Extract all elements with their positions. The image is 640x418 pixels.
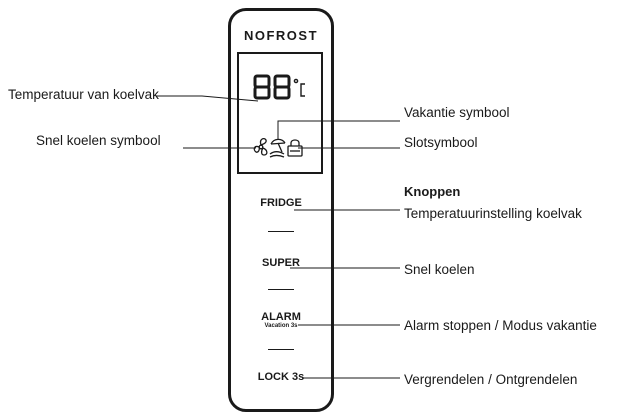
display-window bbox=[237, 52, 323, 174]
leader-temperature bbox=[156, 95, 259, 102]
separator-line bbox=[268, 289, 294, 290]
label-fridge-setting: Temperatuurinstelling koelvak bbox=[404, 206, 582, 221]
lock-button[interactable]: LOCK 3s bbox=[257, 371, 305, 383]
label-fast-cool: Snel koelen bbox=[404, 262, 475, 277]
alarm-button-label: ALARM bbox=[261, 311, 301, 323]
leader-vacation bbox=[277, 120, 400, 140]
padlock-icon bbox=[287, 139, 303, 157]
label-alarm-vacation: Alarm stoppen / Modus vakantie bbox=[404, 318, 597, 333]
label-lock-unlock: Vergrendelen / Ontgrendelen bbox=[404, 372, 578, 387]
buttons-heading: Knoppen bbox=[404, 184, 461, 199]
alarm-button-sublabel: Vacation 3s bbox=[264, 323, 298, 329]
leader-lines bbox=[156, 95, 400, 379]
label-lock-symbol: Slotsymbool bbox=[404, 135, 478, 150]
label-fast-cool-symbol: Snel koelen symbool bbox=[36, 133, 161, 148]
temperature-digits bbox=[253, 74, 291, 100]
super-button[interactable]: SUPER bbox=[262, 257, 300, 269]
fridge-button[interactable]: FRIDGE bbox=[260, 197, 302, 209]
beach-umbrella-icon bbox=[269, 138, 286, 158]
brand-logo: NOFROST bbox=[243, 28, 319, 43]
label-temperature-compartment: Temperatuur van koelvak bbox=[8, 87, 159, 102]
label-vacation-symbol: Vakantie symbool bbox=[404, 105, 510, 120]
alarm-button[interactable]: ALARM Vacation 3s bbox=[228, 311, 334, 329]
separator-line bbox=[268, 231, 294, 232]
celsius-unit bbox=[293, 78, 305, 97]
separator-line bbox=[268, 349, 294, 350]
fan-icon bbox=[253, 138, 268, 156]
